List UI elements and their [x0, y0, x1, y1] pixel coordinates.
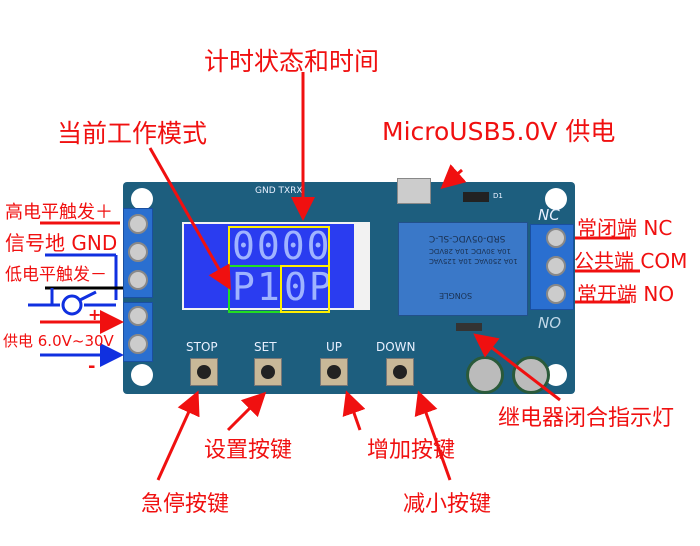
no-label: 常开端 NO	[577, 282, 675, 306]
state-highlight	[280, 265, 330, 313]
screw	[128, 270, 148, 290]
up-button[interactable]	[320, 358, 348, 386]
screw	[546, 228, 566, 248]
d1-label: D1	[493, 192, 503, 200]
high-trigger-label: 高电平触发＋	[5, 202, 113, 223]
micro-usb-port	[397, 178, 431, 204]
low-trigger-label: 低电平触发－	[5, 265, 107, 285]
mount-hole	[131, 188, 153, 210]
screw	[128, 242, 148, 262]
diode	[463, 192, 489, 202]
set-silk: SET	[254, 340, 277, 354]
screw	[128, 334, 148, 354]
set-key-label: 设置按键	[204, 438, 293, 463]
signal-gnd-label: 信号地 GND	[5, 231, 118, 255]
relay: SRD-05VDC-SL-C 10A 30VDC 10A 28VDC 10A 2…	[398, 222, 528, 316]
screw	[128, 214, 148, 234]
lcd-state: 0P	[284, 265, 334, 309]
down-button[interactable]	[386, 358, 414, 386]
capacitor	[466, 356, 504, 394]
mount-hole	[545, 188, 567, 210]
no-silk: NO	[538, 314, 562, 332]
work-mode-label: 当前工作模式	[57, 119, 208, 148]
up-key-label: 增加按键	[367, 438, 456, 463]
down-silk: DOWN	[376, 340, 416, 354]
lcd-time: 0000	[232, 224, 332, 268]
screw	[546, 284, 566, 304]
stop-silk: STOP	[186, 340, 218, 354]
screw	[128, 306, 148, 326]
lcd-mode: P1	[232, 265, 282, 309]
header-label: GND TXRX	[255, 186, 303, 196]
com-label: 公共端 COM	[574, 249, 688, 273]
stop-key-label: 急停按键	[141, 492, 230, 517]
up-silk: UP	[326, 340, 343, 354]
set-button[interactable]	[254, 358, 282, 386]
timer-state-label: 计时状态和时间	[204, 47, 380, 76]
plus-sign: +	[88, 305, 102, 324]
nc-silk: NC	[538, 206, 560, 224]
mount-hole	[545, 364, 567, 386]
nc-label: 常闭端 NC	[577, 216, 673, 240]
minus-sign: -	[88, 356, 96, 377]
power-supply-label: 供电 6.0V~30V	[3, 332, 114, 350]
screw	[546, 256, 566, 276]
relay-led-label: 继电器闭合指示灯	[498, 406, 675, 431]
mount-hole	[131, 364, 153, 386]
down-key-label: 减小按键	[403, 492, 492, 517]
stop-button[interactable]	[190, 358, 218, 386]
relay-led	[456, 323, 482, 331]
usb-power-label: MicroUSB5.0V 供电	[382, 117, 616, 146]
